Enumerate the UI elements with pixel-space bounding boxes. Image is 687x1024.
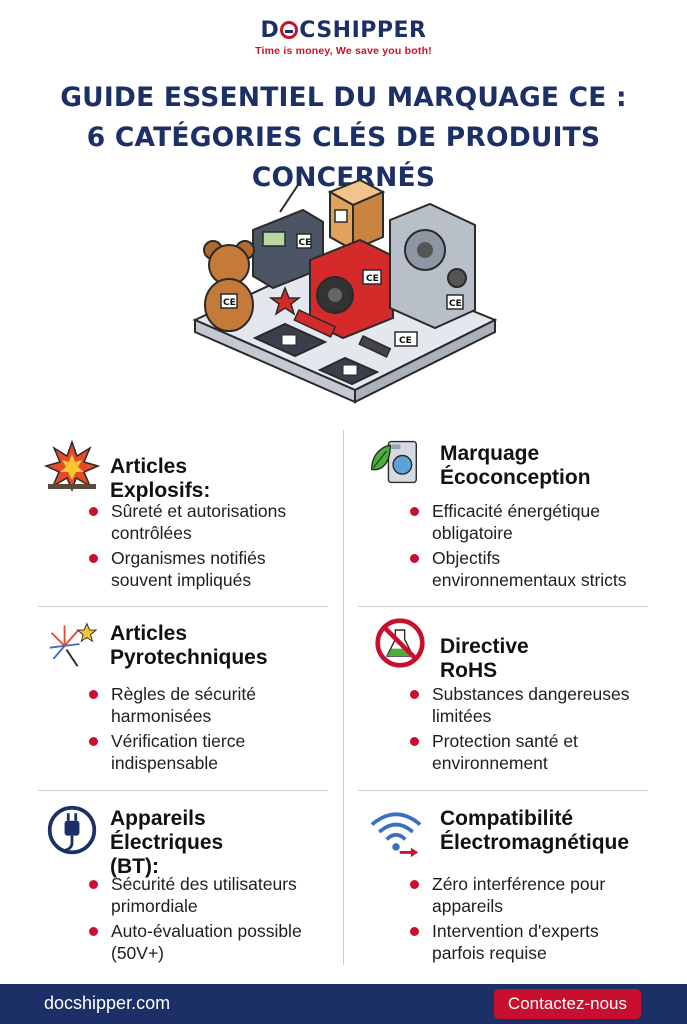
industrial-machine-icon: CE <box>389 202 476 330</box>
globe-icon <box>280 21 299 39</box>
package-box-icon <box>327 178 386 252</box>
logo-tagline: Time is money, We save you both! <box>255 45 432 57</box>
row-divider-2-left <box>38 790 328 791</box>
logo-wordmark: D CSHIPPER <box>261 18 427 43</box>
row-divider-2-right <box>358 790 648 791</box>
smartphone-icon <box>252 322 328 358</box>
svg-text:CE: CE <box>399 336 412 346</box>
no-hazardous-substance-icon <box>375 618 425 668</box>
row-divider-1-left <box>38 606 328 607</box>
explosion-icon <box>44 440 100 492</box>
eco-washing-machine-icon <box>371 440 417 484</box>
logo: D CSHIPPER Time is money, We save you bot… <box>0 18 687 57</box>
svg-text:CE: CE <box>223 298 236 308</box>
products-illustration: CE CE CE CE CE <box>192 178 498 404</box>
svg-text:CE: CE <box>449 299 462 309</box>
footer: docshipper.com Contactez-nous <box>0 984 687 1024</box>
logo-brand-rest: CSHIPPER <box>299 18 427 43</box>
svg-text:CE: CE <box>366 274 379 284</box>
tablet-icon <box>317 356 380 386</box>
logo-letter-d: D <box>260 18 280 43</box>
title-line-2: 6 CATÉGORIES CLÉS DE PRODUITS CONCERNÉS <box>86 122 601 193</box>
bullet-item: Auto-évaluation possible(50V+) <box>88 920 338 964</box>
svg-text:CE: CE <box>299 238 312 248</box>
firecracker-icon <box>293 309 392 358</box>
page-title: GUIDE ESSENTIEL DU MARQUAGE CE : 6 CATÉG… <box>0 78 687 198</box>
row-divider-1-right <box>358 606 648 607</box>
contact-button[interactable]: Contactez-nous <box>493 989 641 1019</box>
category-title: Articles Explosifs: <box>110 455 211 502</box>
wireless-signal-icon <box>370 812 422 858</box>
category-title: Directive RoHS <box>440 635 529 682</box>
teddy-bear-icon: CE <box>203 240 255 332</box>
speaker-icon: CE <box>309 238 394 340</box>
column-divider <box>343 430 344 965</box>
fireworks-icon <box>49 622 98 667</box>
radio-icon: CE <box>252 181 324 290</box>
electric-plug-icon <box>47 805 97 855</box>
website-link[interactable]: docshipper.com <box>44 993 171 1013</box>
ce-label: CE <box>394 331 418 347</box>
star-icon <box>268 285 302 316</box>
title-line-1: GUIDE ESSENTIEL DU MARQUAGE CE : <box>60 82 627 113</box>
